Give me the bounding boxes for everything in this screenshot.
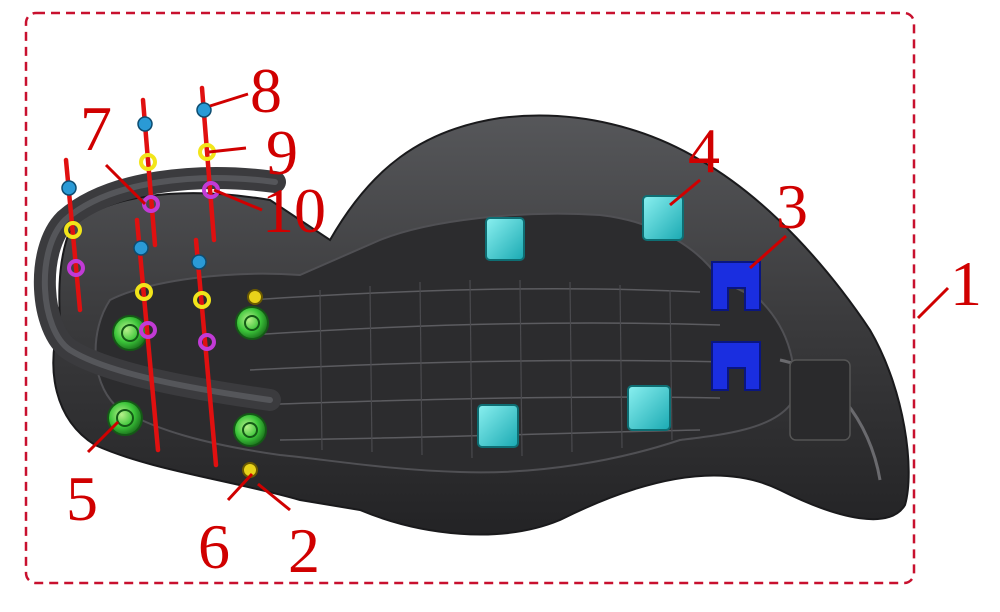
callout-2: 2 bbox=[288, 515, 320, 586]
callout-7: 7 bbox=[80, 93, 112, 164]
callout-8: 8 bbox=[250, 55, 282, 126]
screw-head bbox=[137, 116, 153, 132]
washer bbox=[135, 283, 153, 301]
callout-1: 1 bbox=[950, 248, 982, 319]
screw-head bbox=[133, 240, 149, 256]
screw-head bbox=[61, 180, 77, 196]
nut bbox=[198, 333, 216, 351]
washer bbox=[193, 291, 211, 309]
blue-bracket bbox=[711, 261, 761, 311]
nut bbox=[247, 289, 263, 305]
screw-head bbox=[191, 254, 207, 270]
callout-3: 3 bbox=[776, 171, 808, 242]
green-grommet bbox=[233, 413, 267, 447]
fastener-stack bbox=[61, 157, 85, 313]
green-grommet-group bbox=[107, 306, 269, 447]
cyan-clip bbox=[642, 195, 684, 241]
blue-bracket bbox=[711, 341, 761, 391]
callout-6: 6 bbox=[198, 511, 230, 582]
screw-head bbox=[196, 102, 212, 118]
fastener-stack bbox=[191, 237, 219, 468]
nut-group bbox=[242, 289, 263, 478]
callout-5: 5 bbox=[66, 463, 98, 534]
assembly-frame bbox=[24, 11, 916, 585]
callout-labels: 1 2 3 4 5 6 7 8 9 10 bbox=[66, 55, 982, 586]
fastener-stack bbox=[133, 217, 161, 453]
leader-lines bbox=[86, 92, 950, 512]
blue-bracket-group bbox=[711, 261, 761, 391]
green-grommet bbox=[107, 400, 143, 436]
nut bbox=[67, 259, 85, 277]
nut bbox=[202, 181, 220, 199]
nut bbox=[139, 321, 157, 339]
seat-hook-loop bbox=[33, 167, 286, 411]
cyan-clip bbox=[477, 404, 519, 448]
washer bbox=[64, 221, 82, 239]
cyan-clip-group bbox=[477, 195, 684, 448]
callout-9: 9 bbox=[266, 117, 298, 188]
callout-4: 4 bbox=[688, 115, 720, 186]
cyan-clip bbox=[485, 217, 525, 261]
washer bbox=[139, 153, 157, 171]
cyan-clip bbox=[627, 385, 671, 431]
green-grommet bbox=[235, 306, 269, 340]
callout-10: 10 bbox=[262, 175, 326, 246]
